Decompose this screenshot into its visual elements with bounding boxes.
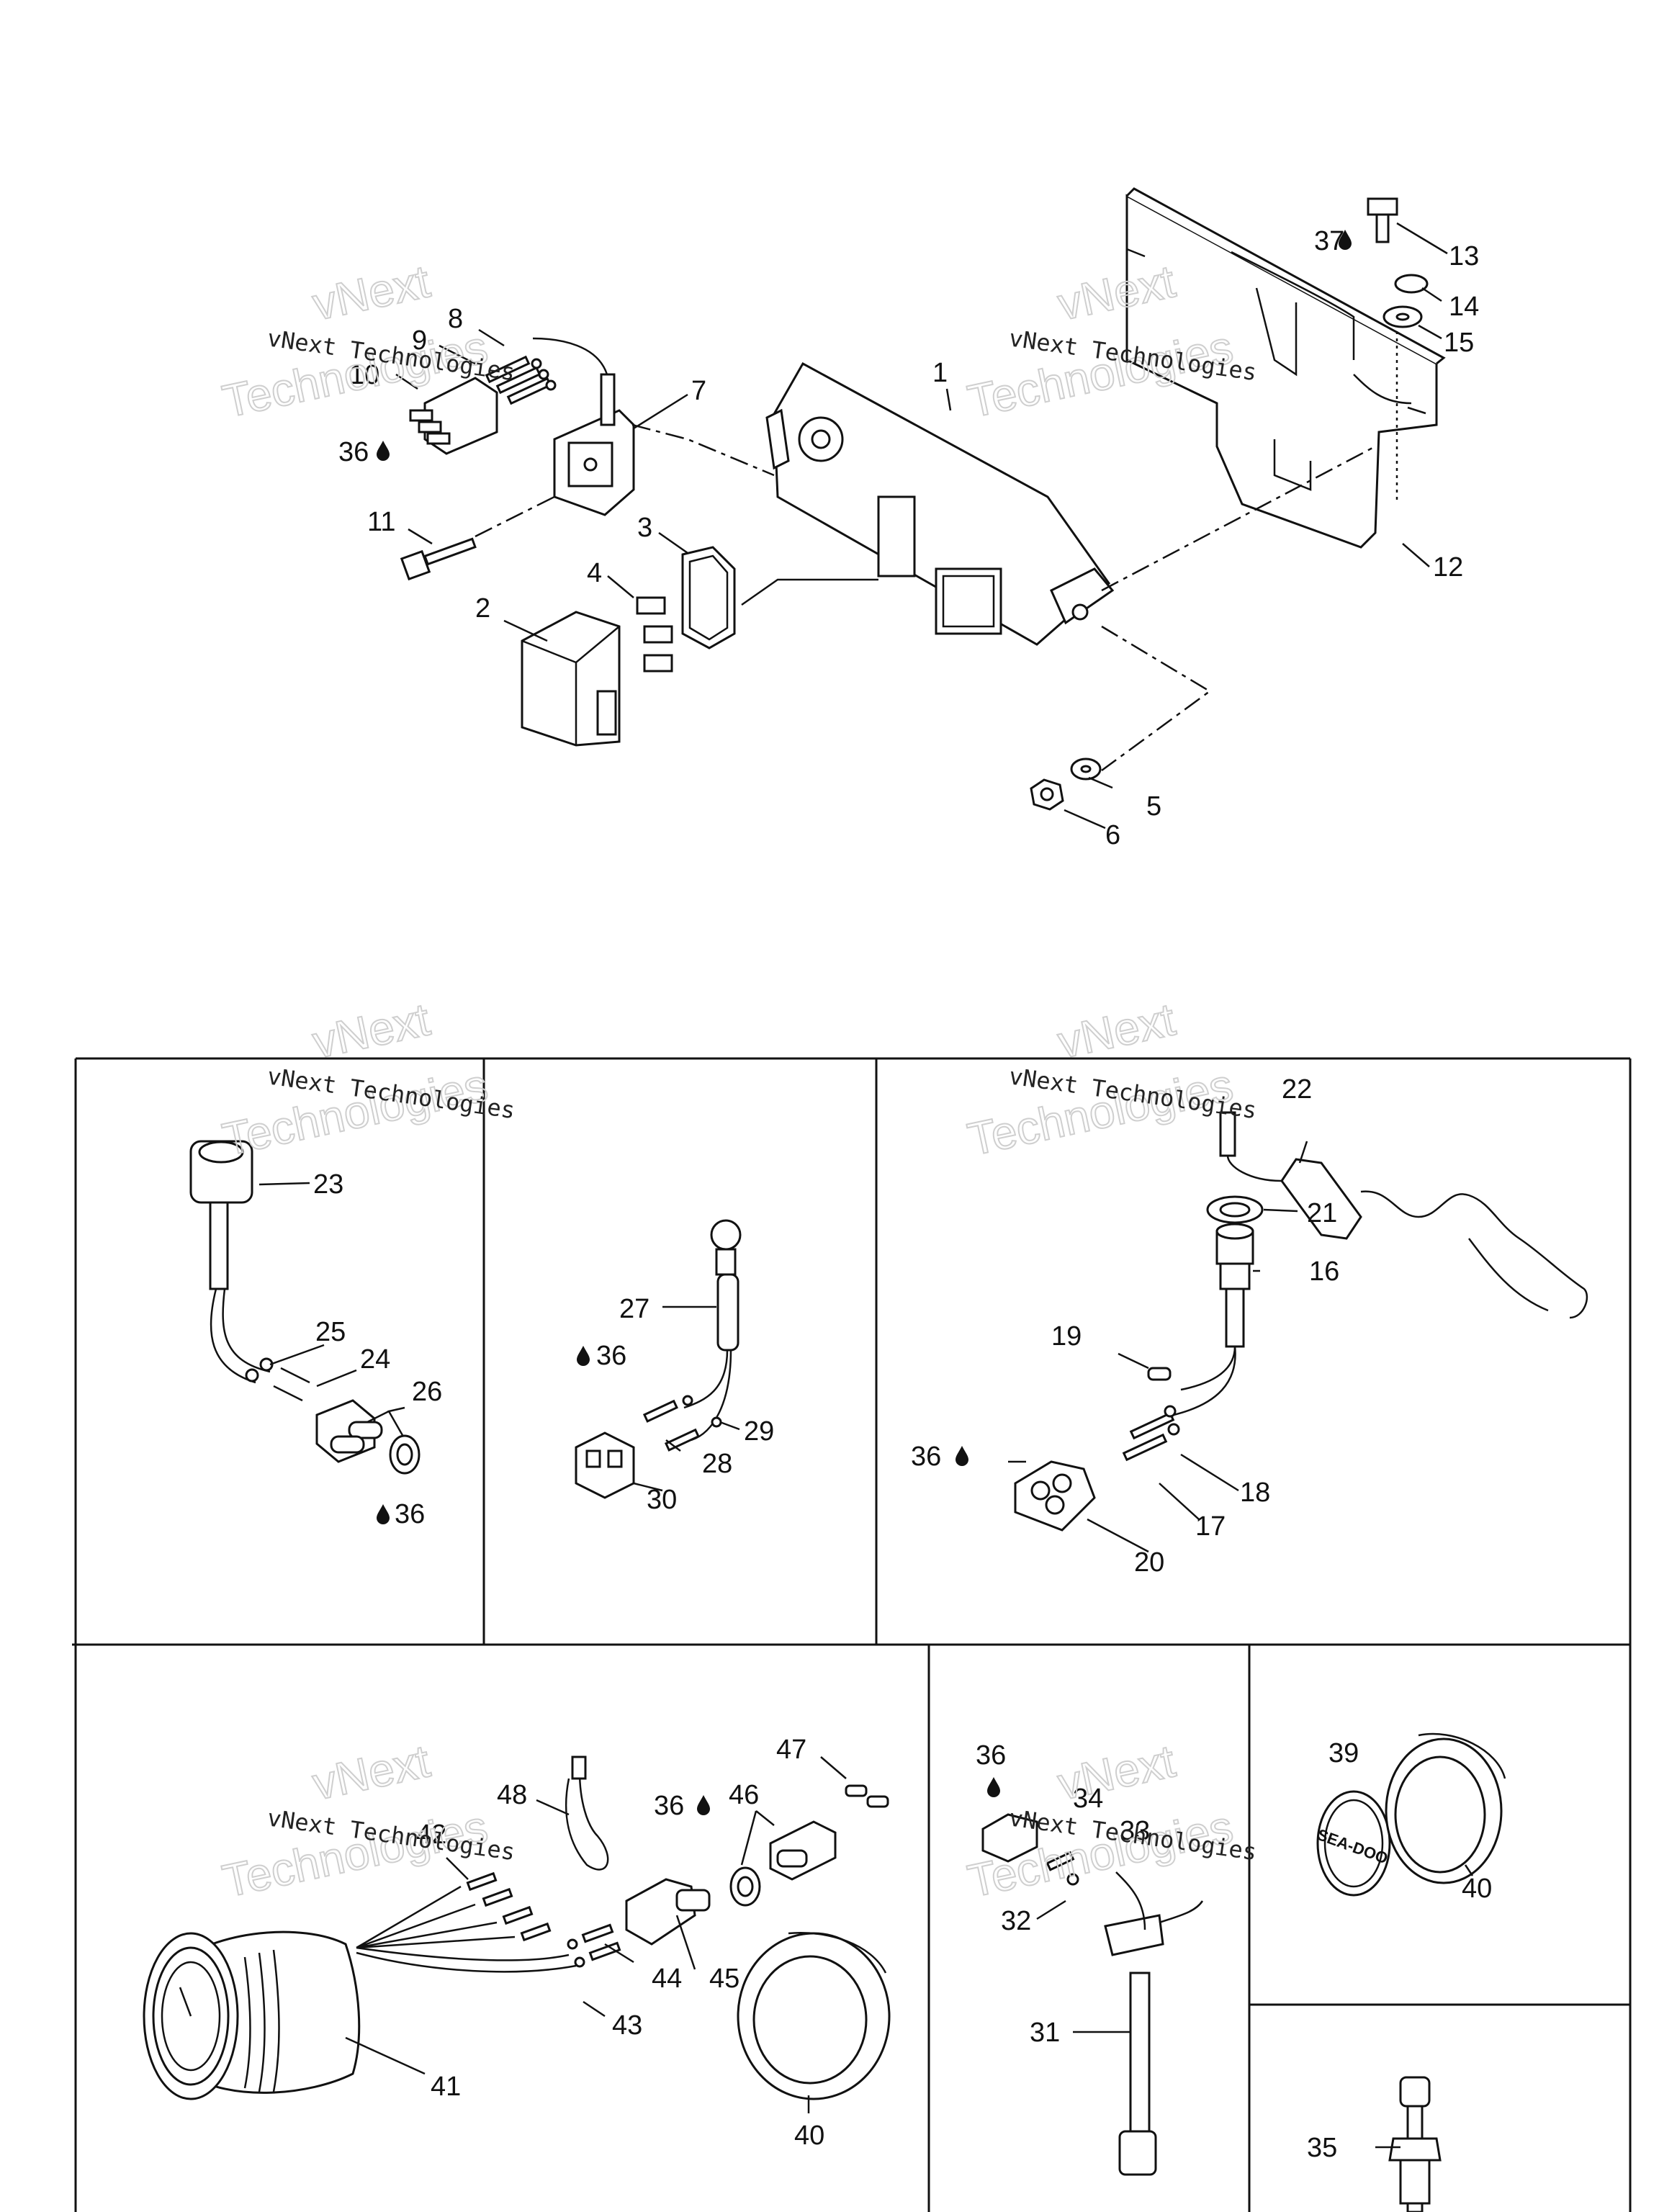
safety-lanyard [1219,1111,1588,1319]
leader-lines [258,222,1474,2149]
gauge-cap: SEA-DOO [1315,1790,1391,1897]
callout-21: 21 [1307,1198,1337,1228]
callout-33: 33 [1120,1816,1150,1846]
bezel [737,1932,891,2100]
callout-5: 5 [1146,791,1161,822]
callout-35: 35 [1307,2133,1337,2163]
cable-tie [565,1755,609,1871]
cap-bezel [1385,1732,1506,1884]
gauge-connector [625,1866,761,1946]
callout-labels: 1 2 3 4 5 6 7 8 9 10 11 12 13 14 15 16 1… [313,226,1492,2163]
callout-11: 11 [367,507,395,537]
watermark-text: vNext [1053,1735,1179,1809]
callout-24: 24 [360,1344,390,1375]
callout-9: 9 [412,325,427,356]
ecm-module [765,361,1115,646]
callout-18: 18 [1240,1478,1270,1508]
callout-29: 29 [744,1416,774,1447]
fuse-holder [521,611,621,747]
dess-connector [1014,1367,1180,1532]
mounting-bracket [1125,187,1446,549]
watermark-text: vNext [308,1735,434,1809]
ignition-sensor [683,1219,742,1442]
connector-terminals [485,355,557,405]
bolt [1367,197,1398,243]
dess-post [1173,1223,1254,1416]
switch-connector [575,1395,722,1499]
gauge-wires [356,1871,621,1973]
callout-15: 15 [1444,328,1474,358]
callout-28: 28 [702,1449,732,1479]
callout-36c: 36 [596,1341,626,1371]
callout-2: 2 [475,593,490,624]
callout-27: 27 [619,1294,649,1324]
gauge [143,1930,361,2100]
callout-3: 3 [637,513,652,543]
sender-connector [981,1813,1079,1886]
watermark-text: vNext [1053,993,1179,1068]
callout-22: 22 [1282,1074,1312,1105]
callout-31: 31 [1030,2018,1060,2048]
flat-washer [1382,305,1423,328]
callout-13: 13 [1449,241,1479,271]
callout-36e: 36 [976,1740,1006,1771]
callout-6: 6 [1105,820,1120,850]
lanyard-cap [1206,1195,1264,1224]
temperature-sender [1388,2076,1442,2212]
callout-30: 30 [647,1485,677,1515]
sensor-connector [245,1357,421,1475]
fuses [636,596,673,673]
screw [400,537,477,581]
callout-17: 17 [1195,1511,1226,1542]
callout-42: 42 [416,1820,446,1850]
callout-19: 19 [1051,1321,1082,1352]
watermark-text: vNext [308,255,434,330]
callout-48: 48 [497,1780,527,1810]
mating-connector [769,1784,889,1881]
lock-washer [1394,274,1429,294]
callout-16: 16 [1309,1256,1339,1287]
callout-20: 20 [1134,1547,1164,1578]
sensor-unit [189,1140,271,1384]
washer [1070,757,1102,781]
callout-40d: 40 [794,2121,824,2151]
pitot-sender [1104,1871,1204,2176]
callout-39: 39 [1328,1738,1359,1768]
callout-25: 25 [315,1317,346,1347]
callout-36d: 36 [911,1442,941,1472]
callout-32: 32 [1001,1906,1031,1936]
callout-4: 4 [587,558,602,588]
nut [1030,778,1064,811]
callout-7: 7 [691,376,706,406]
callout-43: 43 [612,2010,642,2041]
callout-12: 12 [1433,552,1463,583]
callout-36f: 36 [654,1791,684,1821]
callout-46: 46 [729,1780,759,1810]
panel-frames [72,1057,1632,2212]
callout-26: 26 [412,1377,442,1407]
callout-8: 8 [448,304,463,334]
callout-41: 41 [431,2072,461,2102]
callout-23: 23 [313,1169,343,1200]
callout-44: 44 [652,1964,682,1994]
callout-1: 1 [932,358,948,388]
relay-connector [409,377,498,455]
fuse-cover [681,546,736,649]
callout-34: 34 [1073,1784,1103,1814]
callout-14: 14 [1449,292,1479,322]
callout-40f: 40 [1462,1874,1492,1904]
callout-36b: 36 [395,1499,425,1529]
callout-10: 10 [349,360,379,390]
watermark: vNext Technologies vNext Technologies vN… [217,254,1259,1907]
callout-47: 47 [776,1735,806,1765]
callout-36a: 36 [338,437,369,467]
relay [532,337,635,516]
watermark-text: vNext [308,993,434,1068]
callout-45: 45 [709,1964,739,1994]
